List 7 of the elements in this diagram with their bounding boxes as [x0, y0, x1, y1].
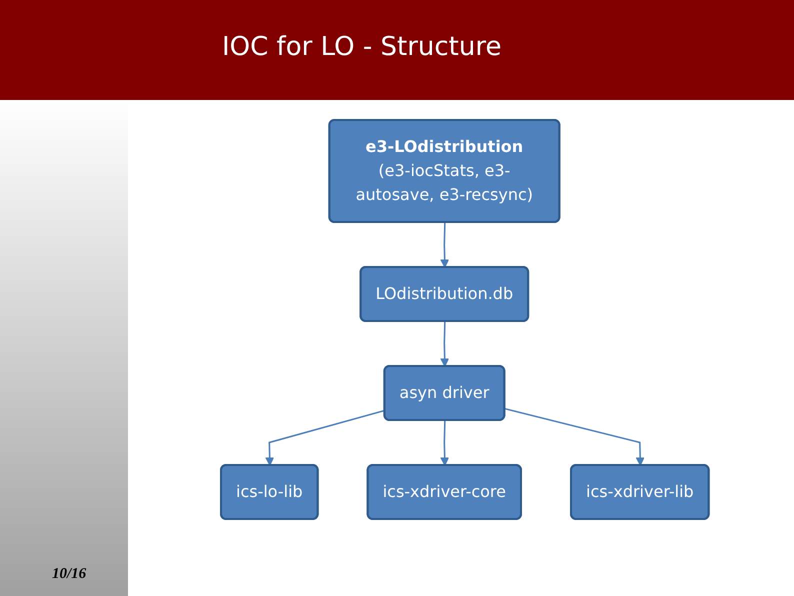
arrow	[440, 222, 450, 268]
arrow	[504, 408, 645, 466]
arrow	[265, 410, 386, 466]
arrow	[440, 420, 450, 466]
slide-title: IOC for LO - Structure	[222, 32, 502, 62]
arrow	[440, 321, 450, 367]
page-number: 10/16	[52, 566, 86, 582]
